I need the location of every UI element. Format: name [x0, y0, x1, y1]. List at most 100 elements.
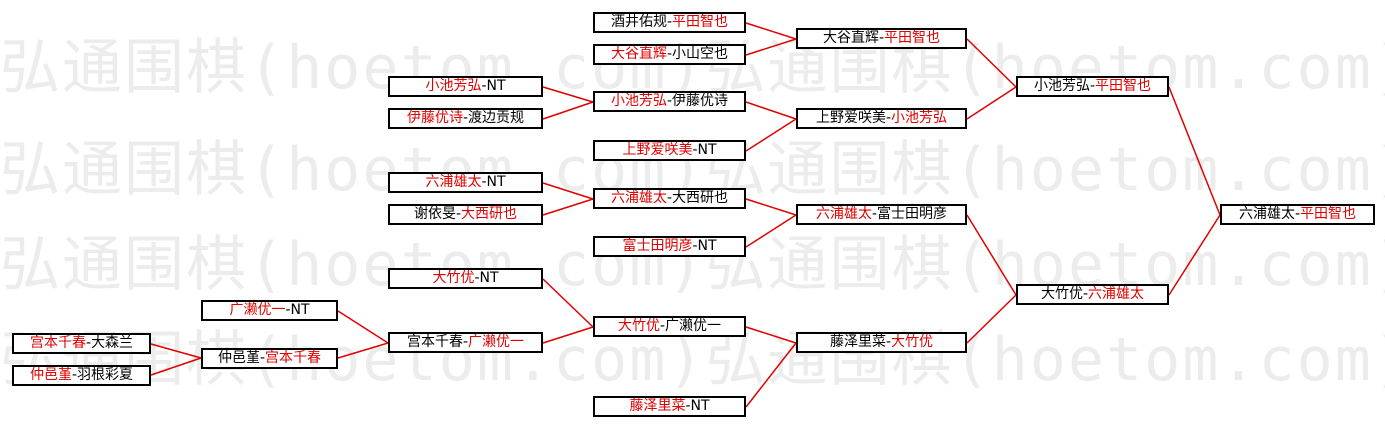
- player-name: 六浦雄太: [425, 174, 482, 190]
- player-name: NT: [697, 142, 717, 158]
- match-box: 宫本千春-大森兰: [12, 333, 151, 354]
- player-name: 伊藤优诗: [672, 93, 729, 109]
- match-box: 仲邑堇-宫本千春: [201, 348, 338, 369]
- connector-line: [745, 342, 797, 408]
- match-box: 上野爱咲美-NT: [593, 140, 746, 161]
- player-name: 大竹优: [432, 270, 475, 286]
- player-name: NT: [690, 398, 710, 414]
- match-box: 大竹优-广濑优一: [593, 316, 746, 337]
- match-box: 六浦雄太-富士田明彦: [796, 204, 967, 225]
- player-name: 伊藤优诗: [406, 110, 463, 126]
- player-name: 广濑优一: [468, 334, 525, 350]
- separator: -: [481, 78, 487, 94]
- match-box: 大谷直辉-平田智也: [796, 28, 967, 49]
- player-name: 六浦雄太: [610, 190, 667, 206]
- separator: -: [85, 335, 92, 351]
- separator: -: [885, 334, 892, 350]
- player-name: 大西研也: [672, 190, 729, 206]
- connector-line: [542, 278, 594, 328]
- player-name: 小池芳弘: [610, 93, 667, 109]
- connector-line: [1168, 86, 1221, 216]
- match-box: 上野爱咲美-小池芳弘: [796, 108, 967, 129]
- separator: -: [462, 334, 469, 350]
- player-name: 六浦雄太: [1238, 206, 1295, 222]
- match-box: 宫本千春-广濑优一: [388, 332, 543, 353]
- player-name: 大西研也: [461, 206, 518, 222]
- player-name: 羽根彩夏: [77, 367, 134, 383]
- player-name: 小池芳弘: [1033, 78, 1090, 94]
- separator: -: [666, 190, 673, 206]
- connector-line: [966, 214, 1017, 296]
- player-name: 大谷直辉: [610, 46, 667, 62]
- player-name: 小池芳弘: [891, 110, 948, 126]
- final-match-box: 六浦雄太-平田智也: [1220, 204, 1375, 225]
- player-name: 大竹优: [891, 334, 934, 350]
- connector-line: [966, 294, 1017, 344]
- separator: -: [474, 270, 480, 286]
- player-name: 上野爱咲美: [815, 110, 886, 126]
- connector-line: [966, 38, 1017, 88]
- connector-line: [542, 101, 594, 120]
- connector-line: [150, 343, 202, 359]
- separator: -: [666, 46, 673, 62]
- match-box: 大谷直辉-小山空也: [593, 44, 746, 65]
- player-name: 酒井佑规: [610, 14, 667, 30]
- connector-line: [337, 342, 389, 359]
- player-name: 六浦雄太: [815, 206, 872, 222]
- player-name: 大谷直辉: [822, 30, 879, 46]
- connector-line: [745, 101, 797, 120]
- player-name: 平田智也: [672, 14, 729, 30]
- match-box: 伊藤优诗-渡边贡规: [388, 108, 543, 129]
- player-name: 大竹优: [1040, 286, 1083, 302]
- separator: -: [666, 93, 673, 109]
- match-box: 小池芳弘-NT: [388, 76, 543, 97]
- separator: -: [481, 174, 487, 190]
- connector-line: [745, 118, 797, 152]
- match-box: 小池芳弘-伊藤优诗: [593, 91, 746, 112]
- player-name: 小池芳弘: [425, 78, 482, 94]
- separator: -: [692, 238, 698, 254]
- player-name: NT: [486, 78, 506, 94]
- player-name: 宫本千春: [29, 335, 86, 351]
- match-box: 六浦雄太-大西研也: [593, 188, 746, 209]
- player-name: 平田智也: [1300, 206, 1357, 222]
- match-box: 大竹优-六浦雄太: [1016, 284, 1169, 305]
- connector-line: [745, 214, 797, 248]
- player-name: 富士田明彦: [622, 238, 693, 254]
- player-name: 六浦雄太: [1088, 286, 1145, 302]
- separator: -: [1089, 78, 1096, 94]
- player-name: 仲邑堇: [217, 350, 260, 366]
- player-name: 宫本千春: [265, 350, 322, 366]
- match-box: 富士田明彦-NT: [593, 236, 746, 257]
- match-box: 广濑优一-NT: [201, 300, 338, 321]
- separator: -: [878, 30, 885, 46]
- separator: -: [685, 398, 691, 414]
- separator: -: [462, 110, 469, 126]
- match-box: 酒井佑规-平田智也: [593, 12, 746, 33]
- separator: -: [885, 110, 892, 126]
- separator: -: [71, 367, 78, 383]
- match-box: 六浦雄太-NT: [388, 172, 543, 193]
- separator: -: [259, 350, 266, 366]
- player-name: NT: [486, 174, 506, 190]
- match-box: 藤泽里菜-大竹优: [796, 332, 967, 353]
- connector-line: [542, 198, 594, 216]
- player-name: 平田智也: [1095, 78, 1152, 94]
- player-name: 仲邑堇: [29, 367, 72, 383]
- separator: -: [666, 14, 673, 30]
- separator: -: [1082, 286, 1089, 302]
- player-name: 宫本千春: [406, 334, 463, 350]
- connector-line: [745, 198, 797, 216]
- connector-line: [745, 22, 797, 40]
- player-name: 大竹优: [617, 318, 660, 334]
- separator: -: [692, 142, 698, 158]
- player-name: 渡边贡规: [468, 110, 525, 126]
- player-name: 上野爱咲美: [622, 142, 693, 158]
- connector-line: [966, 86, 1017, 120]
- match-box: 藤泽里菜-NT: [593, 396, 746, 417]
- player-name: 小山空也: [672, 46, 729, 62]
- player-name: NT: [479, 270, 499, 286]
- match-box: 大竹优-NT: [388, 268, 543, 289]
- player-name: 广濑优一: [665, 318, 722, 334]
- player-name: 富士田明彦: [877, 206, 948, 222]
